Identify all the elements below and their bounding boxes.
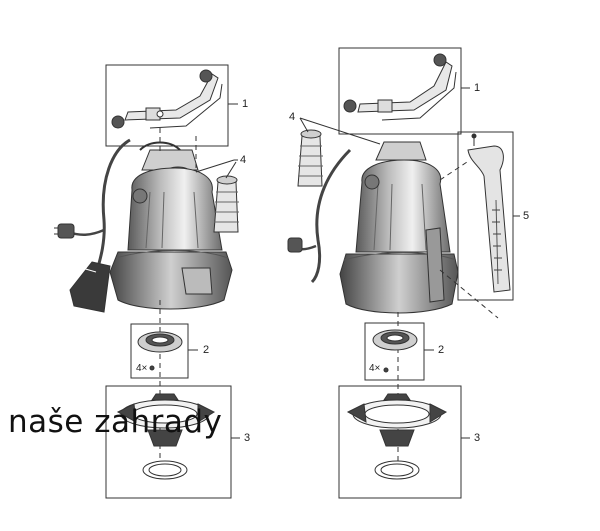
- left-assembly: [54, 64, 240, 499]
- left-bracket: [111, 69, 223, 129]
- right-foot-box: [338, 385, 462, 499]
- right-assembly: [287, 47, 520, 499]
- right-base-plate: [372, 329, 418, 373]
- callout-left-bracket: 1: [242, 98, 249, 110]
- left-base-plate: [137, 331, 183, 371]
- callout-right-bracket: 1: [474, 82, 481, 94]
- callout-right-base-plate: 2: [438, 344, 445, 356]
- right-adapter: [297, 129, 323, 187]
- callout-left-screws: 4×: [136, 363, 148, 374]
- right-base-plate-box: [364, 322, 425, 381]
- left-base-plate-box: [130, 323, 189, 379]
- callout-left-foot: 3: [244, 432, 251, 444]
- left-foot-box: [105, 385, 232, 499]
- right-handle: [467, 133, 511, 293]
- watermark-text: naše zahrady: [8, 404, 223, 440]
- callout-right-handle: 5: [523, 210, 530, 222]
- left-foot: [116, 393, 216, 480]
- left-pump: [54, 138, 233, 313]
- right-bracket: [343, 53, 457, 121]
- right-bracket-box: [338, 47, 462, 135]
- right-pump: [287, 141, 459, 314]
- callout-left-adapter: 4: [240, 154, 247, 166]
- callout-right-adapter: 4: [289, 111, 296, 123]
- left-bracket-box: [105, 64, 229, 147]
- right-foot: [346, 393, 448, 480]
- left-adapter: [213, 175, 239, 233]
- callout-right-foot: 3: [474, 432, 481, 444]
- callout-right-screws: 4×: [369, 363, 381, 374]
- callout-left-base-plate: 2: [203, 344, 210, 356]
